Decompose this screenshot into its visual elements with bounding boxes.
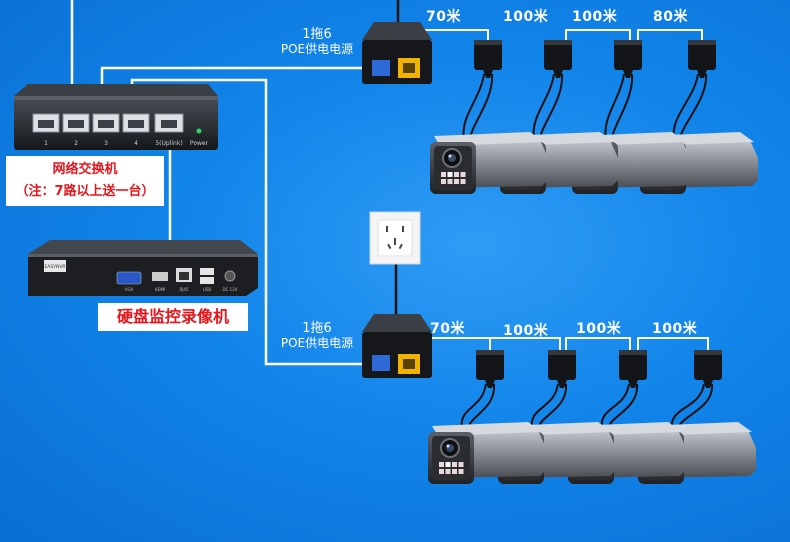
distance-label: 100米 — [576, 321, 622, 337]
distance-brackets-bottom — [409, 337, 709, 350]
poe-top-label: 1拖6 POE供电电源 — [272, 27, 362, 57]
port-number: 4 — [134, 140, 138, 147]
nvr-port-label: RJ45 — [179, 287, 189, 292]
network-cables — [70, 0, 365, 366]
nvr-port-label: VGA — [125, 287, 134, 292]
switch-label-line1: 网络交换机 — [52, 162, 118, 177]
wall-socket — [369, 211, 421, 265]
poe-top-name: POE供电电源 — [280, 42, 354, 56]
power-label: Power — [190, 140, 209, 147]
distance-label: 100米 — [572, 9, 618, 25]
port-number: 3 — [104, 140, 108, 147]
nvr-recorder: EASYNVR VGA HDMI RJ45 USB DC 12V — [28, 240, 258, 296]
nvr-port-label: DC 12V — [223, 287, 238, 292]
power-cables — [394, 0, 400, 314]
port-number: 2 — [74, 140, 78, 147]
poe-bottom-label: 1拖6 POE供电电源 — [272, 321, 362, 351]
switch-label: 网络交换机 （注：7路以上送一台） — [6, 156, 164, 206]
power-led — [196, 128, 202, 134]
distance-label: 100米 — [503, 9, 549, 25]
distance-label: 100米 — [503, 323, 549, 339]
distance-label: 70米 — [426, 9, 461, 25]
poe-top-ratio: 1拖6 — [302, 27, 332, 42]
distance-label: 80米 — [653, 9, 688, 25]
poe-injector-bottom — [362, 314, 432, 378]
camera-row-bottom — [428, 350, 756, 484]
port-number: 5(Uplink) — [155, 140, 182, 147]
switch-label-line2: （注：7路以上送一台） — [15, 184, 155, 199]
poe-bottom-name: POE供电电源 — [280, 336, 354, 350]
cable-switch-poe-bottom — [130, 78, 365, 366]
poe-bottom-ratio: 1拖6 — [302, 321, 332, 336]
poe-injector-top — [362, 22, 432, 84]
port-number: 1 — [44, 140, 48, 147]
distance-label: 70米 — [430, 321, 465, 337]
nvr-port-label: USB — [203, 287, 211, 292]
camera-row-top — [430, 40, 758, 194]
nvr-port-label: HDMI — [155, 287, 166, 292]
nvr-label: 硬盘监控录像机 — [98, 303, 248, 331]
bullet-camera — [428, 350, 546, 484]
network-switch: 1 2 3 4 5(Uplink) Power — [14, 84, 218, 150]
distance-label: 100米 — [652, 321, 698, 337]
cable-switch-poe-top — [100, 66, 365, 86]
bullet-camera — [430, 40, 548, 194]
nvr-brand: EASYNVR — [44, 264, 65, 270]
